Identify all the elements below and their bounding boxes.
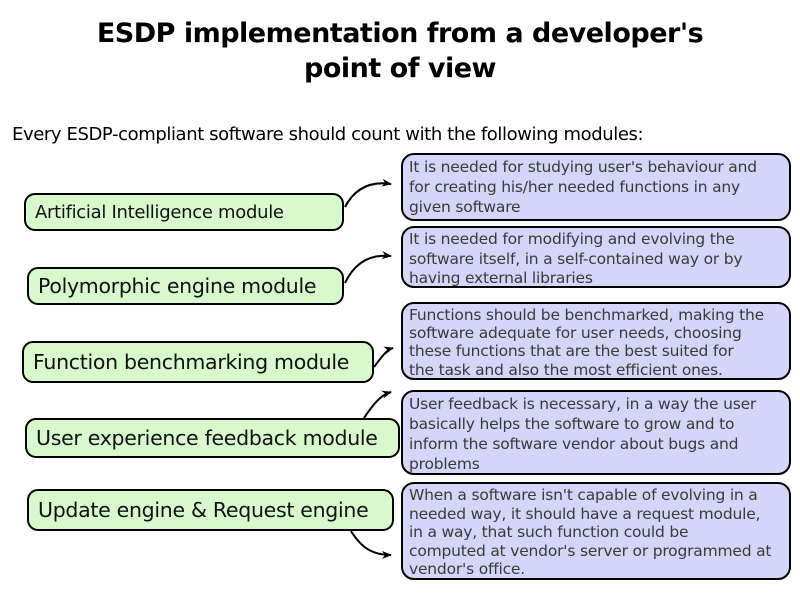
module-label: Update engine & Request engine bbox=[38, 498, 369, 522]
connector-arrow-4 bbox=[363, 390, 392, 419]
description-box-function-benchmarking: Functions should be benchmarked, making … bbox=[401, 302, 791, 380]
connector-arrow-1 bbox=[344, 178, 392, 208]
connector-arrow-5 bbox=[350, 530, 392, 559]
page-subtitle: Every ESDP-compliant software should cou… bbox=[12, 124, 644, 145]
description-box-user-experience-feedback: User feedback is necessary, in a way the… bbox=[401, 390, 791, 475]
module-box-polymorphic-engine: Polymorphic engine module bbox=[27, 267, 344, 305]
module-label: Function benchmarking module bbox=[33, 350, 350, 374]
description-box-update-request-engine: When a software isn't capable of evolvin… bbox=[401, 482, 791, 580]
module-label: Polymorphic engine module bbox=[38, 274, 317, 298]
description-box-artificial-intelligence: It is needed for studying user's behavio… bbox=[401, 153, 791, 221]
page-title: ESDP implementation from a developer's p… bbox=[96, 18, 704, 84]
module-box-update-request-engine: Update engine & Request engine bbox=[27, 489, 394, 531]
module-label: User experience feedback module bbox=[36, 426, 378, 450]
connector-arrow-3 bbox=[373, 346, 394, 368]
description-box-polymorphic-engine: It is needed for modifying and evolving … bbox=[401, 226, 791, 288]
connector-arrow-2 bbox=[344, 251, 392, 284]
module-label: Artificial Intelligence module bbox=[35, 201, 284, 223]
module-box-artificial-intelligence: Artificial Intelligence module bbox=[24, 193, 344, 231]
module-box-function-benchmarking: Function benchmarking module bbox=[22, 341, 374, 383]
module-box-user-experience-feedback: User experience feedback module bbox=[25, 418, 400, 458]
